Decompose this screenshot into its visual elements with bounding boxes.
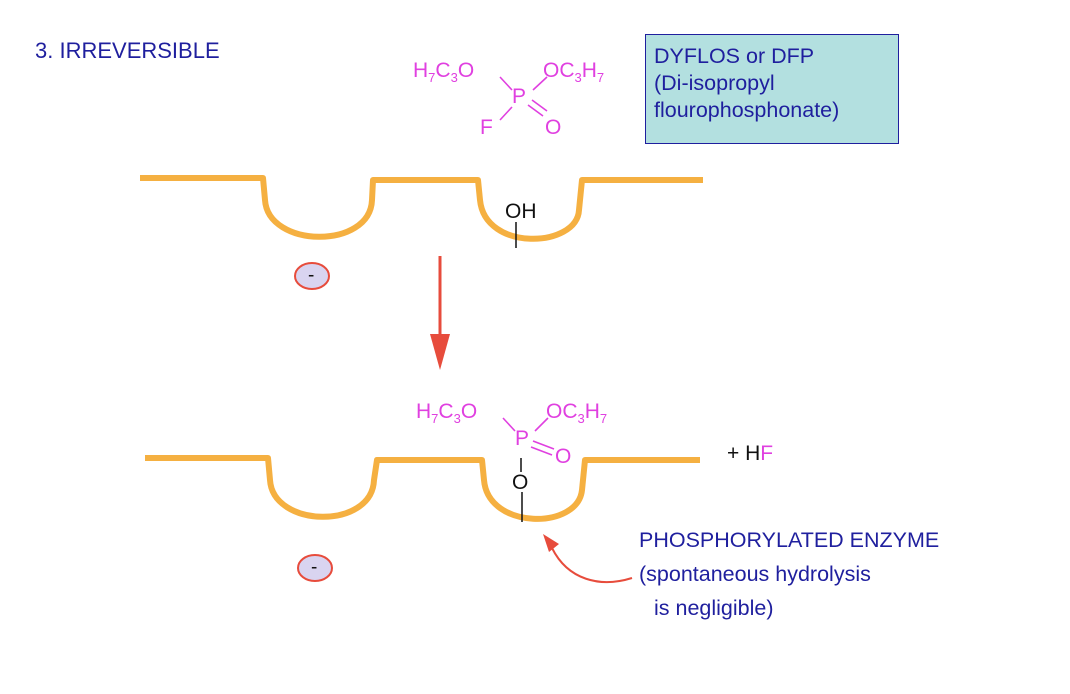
double-bond-bottom-a: [530, 446, 553, 456]
annotation-line1: PHOSPHORYLATED ENZYME: [639, 528, 940, 552]
annotation-line3: is negligible): [654, 596, 774, 620]
anionic-site-bottom: [297, 554, 333, 582]
pointer-arrow-head: [543, 534, 559, 552]
inhibitor-name-line1: DYFLOS or DFP: [654, 44, 815, 68]
bottom-left-group: H7C3O: [416, 400, 478, 427]
bond-bottom-left: [502, 417, 516, 432]
bottom-phosphorus: P: [515, 427, 530, 450]
hydroxyl-label: OH: [505, 200, 537, 223]
pointer-arrow-curve: [551, 547, 633, 584]
bond-top-left: [499, 76, 513, 91]
bond-top-f: [499, 106, 513, 121]
enzyme-surface-top: [140, 175, 703, 242]
bottom-double-oxygen: O: [555, 445, 572, 468]
bottom-linker-oxygen: O: [512, 471, 529, 494]
top-phosphorus: P: [512, 85, 527, 108]
anionic-charge-bottom: -: [311, 557, 318, 578]
enzyme-surface-bottom: [145, 455, 700, 522]
double-bond-top-a: [527, 104, 544, 117]
top-right-group: OC3H7: [543, 59, 605, 86]
bond-bottom-right: [534, 417, 549, 432]
top-oxygen: O: [545, 116, 562, 139]
inhibitor-name-line3: flourophosphonate): [654, 98, 840, 122]
double-bond-top-b: [531, 99, 548, 112]
byproduct-hf: + HF: [727, 442, 774, 465]
double-bond-bottom-b: [532, 440, 555, 450]
anionic-charge-top: -: [308, 265, 315, 286]
reaction-arrow-head: [430, 334, 450, 370]
annotation-line2: (spontaneous hydrolysis: [639, 562, 871, 586]
inhibitor-name-line2: (Di-isopropyl: [654, 71, 775, 95]
anionic-site-top: [294, 262, 330, 290]
top-fluorine: F: [480, 116, 493, 139]
inhibitor-name-box: DYFLOS or DFP (Di-isopropyl flourophosph…: [645, 34, 899, 144]
bond-top-right: [532, 76, 548, 91]
slide-heading: 3. IRREVERSIBLE: [35, 38, 220, 63]
top-left-group: H7C3O: [413, 59, 475, 86]
bottom-right-group: OC3H7: [546, 400, 608, 427]
